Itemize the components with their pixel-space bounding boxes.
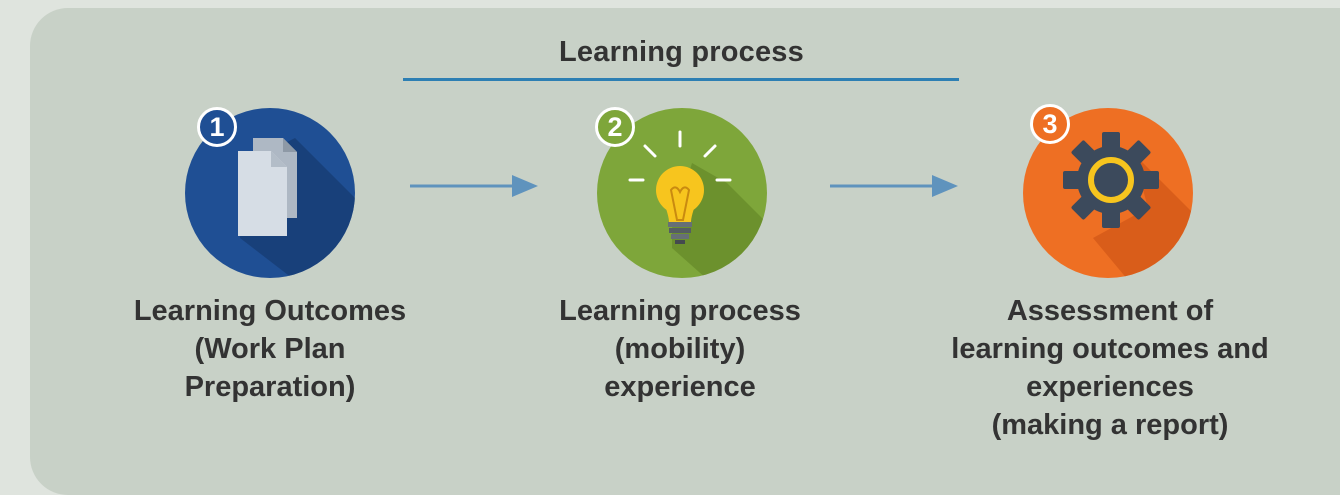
step-1-label-line: Learning Outcomes [133, 295, 407, 327]
step-2-label: Learning process (mobility) experience [510, 292, 850, 406]
step-1-label-line: (Work Plan [194, 333, 346, 365]
step-3-label-line: experiences [1026, 371, 1194, 403]
step-1-badge: 1 [197, 107, 237, 147]
title-underline [403, 78, 959, 81]
step-1-label-line: Preparation) [184, 371, 356, 403]
step-2-label-line: experience [604, 371, 756, 403]
step-2-badge: 2 [595, 107, 635, 147]
arrow-icon [830, 175, 958, 197]
documents-icon [185, 108, 355, 278]
step-3-label: Assessment of learning outcomes and expe… [925, 292, 1295, 444]
step-2-label-line: Learning process [559, 295, 801, 327]
gear-icon [1023, 108, 1193, 278]
diagram-title: Learning process [559, 36, 804, 68]
step-3-label-line: (making a report) [991, 409, 1229, 441]
step-3-badge: 3 [1030, 104, 1070, 144]
step-2-label-line: (mobility) [614, 333, 746, 365]
step-1-label: Learning Outcomes (Work Plan Preparation… [100, 292, 440, 406]
step-3-label-line: learning outcomes and [951, 333, 1269, 365]
arrow-icon [410, 175, 538, 197]
step-3-label-line: Assessment of [1006, 295, 1214, 327]
lightbulb-icon [597, 108, 767, 278]
